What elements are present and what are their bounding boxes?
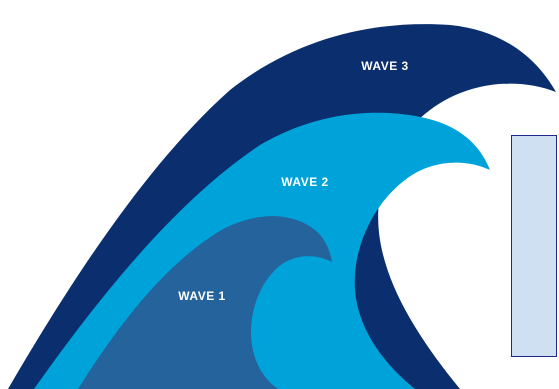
- wave-2-label: WAVE 2: [281, 175, 328, 189]
- info-panel: [511, 135, 557, 357]
- wave-1-shape: [78, 216, 332, 389]
- wave-1-label: WAVE 1: [178, 289, 225, 303]
- wave-3-label: WAVE 3: [361, 59, 408, 73]
